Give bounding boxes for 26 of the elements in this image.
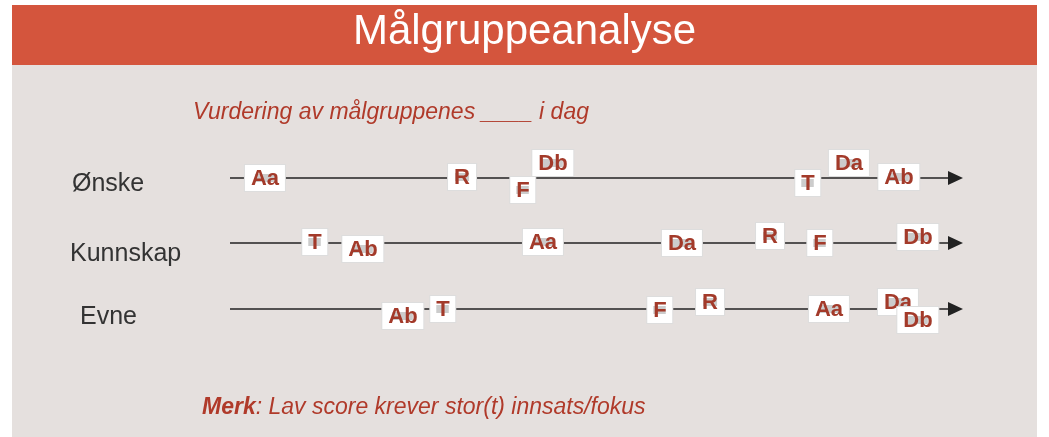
score-marker: T [302, 229, 328, 255]
row-label: Kunnskap [70, 238, 182, 267]
slide-title: Målgruppeanalyse [352, 6, 697, 54]
score-marker: F [647, 297, 673, 323]
score-marker: Aa [522, 229, 564, 255]
note-text: Merk: Lav score krever stor(t) innsats/fokus [202, 393, 646, 420]
subtitle: Vurdering av målgruppenes ____ i dag [193, 98, 589, 125]
score-marker: R [756, 223, 784, 249]
score-marker: Ab [878, 164, 920, 190]
score-marker: F [510, 177, 536, 203]
score-marker: Da [828, 150, 870, 176]
score-marker: Ab [342, 236, 384, 262]
score-marker: T [795, 170, 821, 196]
score-marker: Aa [244, 165, 286, 191]
score-marker: T [430, 296, 456, 322]
score-marker: Ab [382, 303, 424, 329]
score-marker: F [807, 230, 833, 256]
score-marker: R [696, 289, 724, 315]
row-label: Evne [80, 301, 137, 330]
score-marker: Da [661, 230, 703, 256]
score-marker: Aa [808, 296, 850, 322]
score-marker: Db [897, 307, 939, 333]
score-marker: Db [897, 224, 939, 250]
score-marker: R [448, 164, 476, 190]
row-label: Ønske [72, 168, 145, 197]
score-marker: Db [532, 150, 574, 176]
